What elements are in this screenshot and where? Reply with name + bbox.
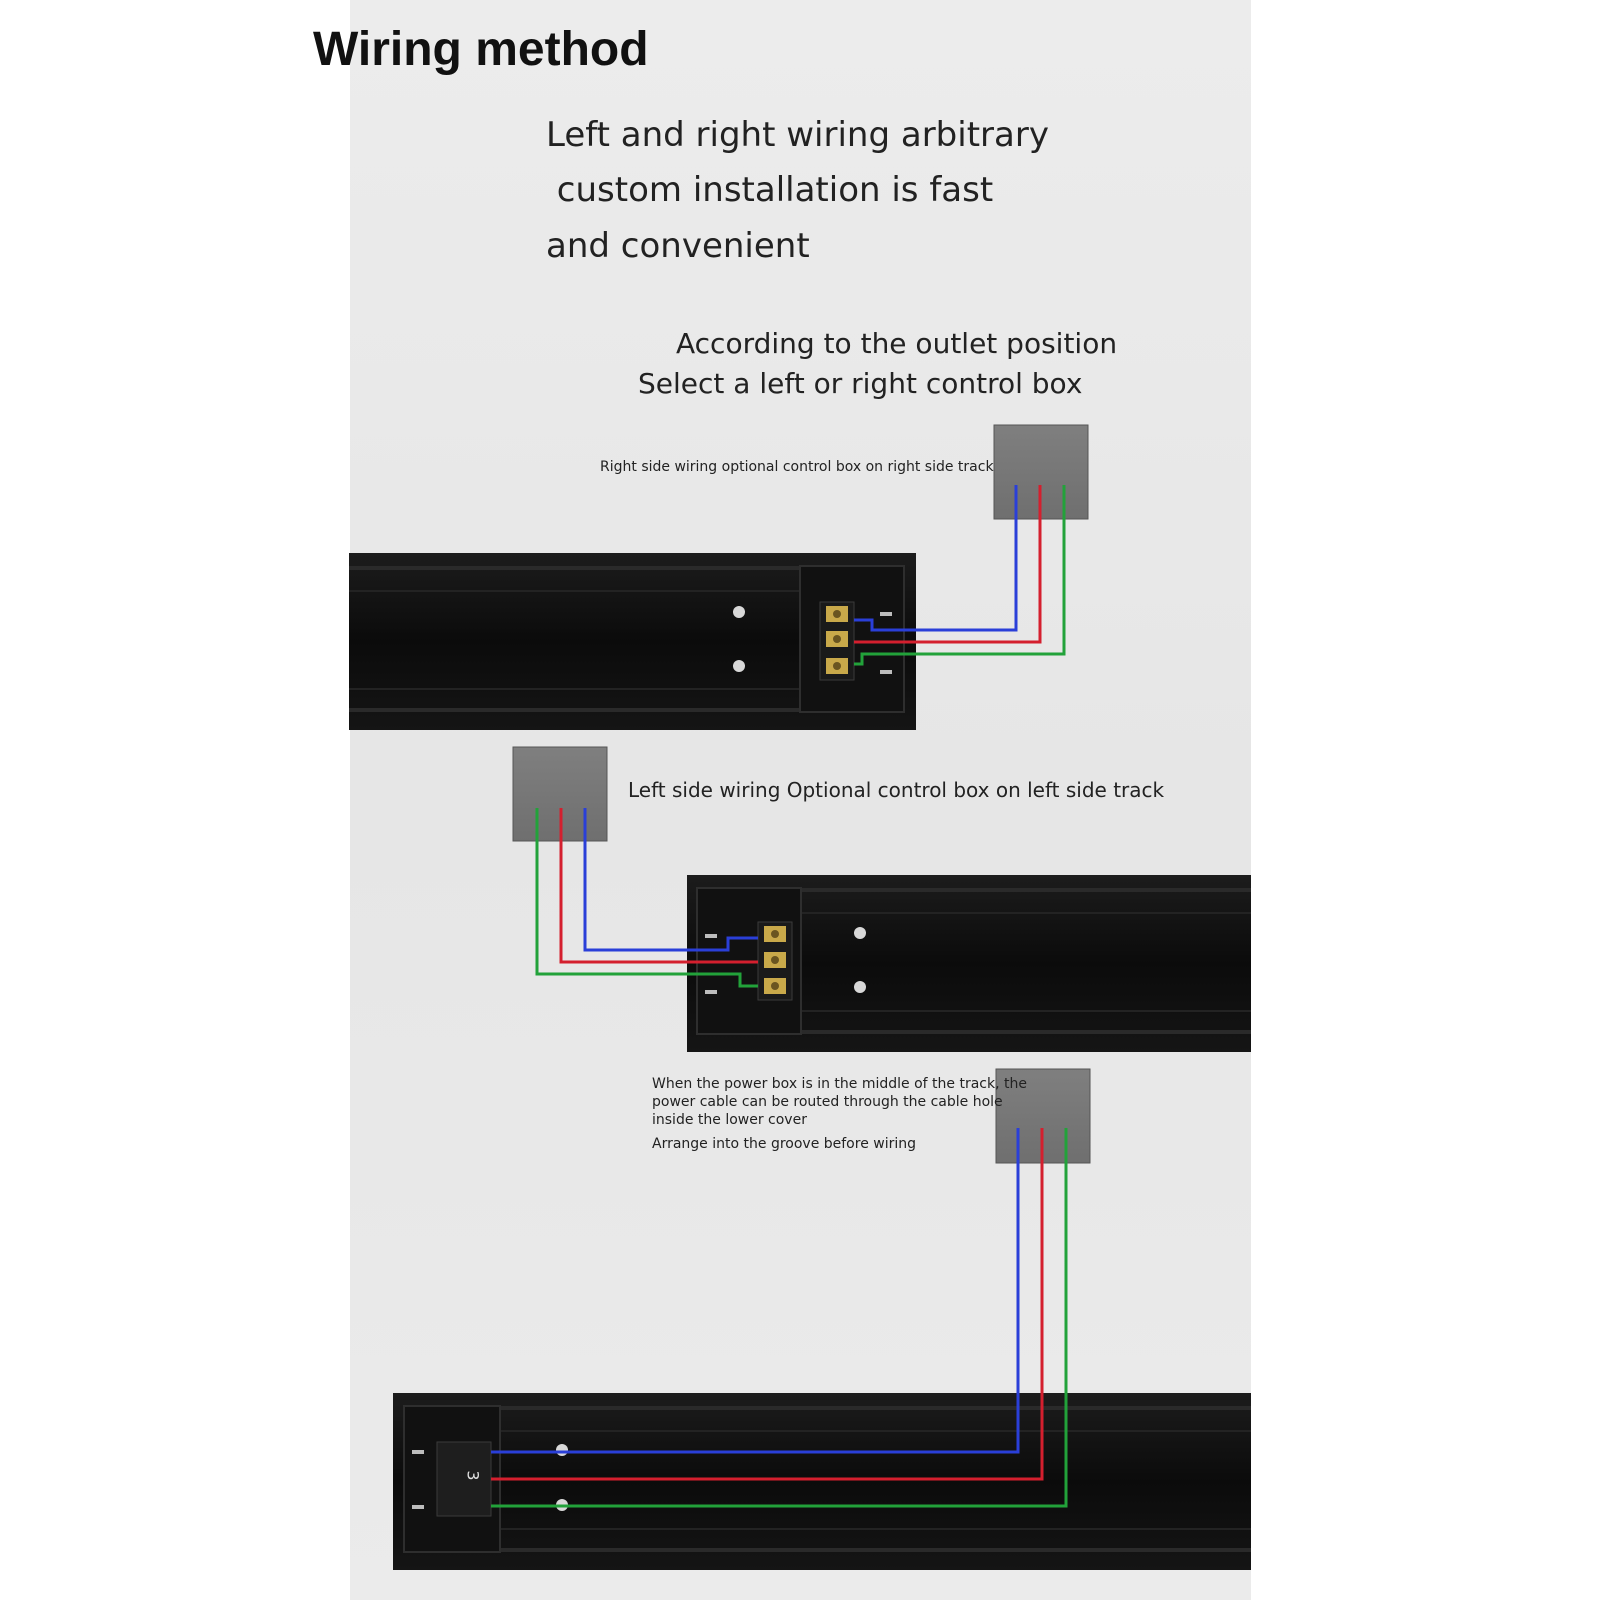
background-panel — [350, 0, 1251, 1600]
screw-hole — [733, 606, 745, 618]
intro-line-1: Left and right wiring arbitrary — [546, 115, 1049, 155]
intro-line-2: custom installation is fast — [546, 170, 994, 210]
terminal-number-label: 3 — [463, 1470, 483, 1481]
middle-note-line-2: power cable can be routed through the ca… — [652, 1094, 1003, 1110]
right-side-label: Right side wiring optional control box o… — [600, 459, 994, 475]
middle-note-line-4: Arrange into the groove before wiring — [652, 1136, 917, 1152]
screw-hole — [556, 1444, 568, 1456]
page-title: Wiring method — [313, 23, 649, 76]
screw-hole — [733, 660, 745, 672]
middle-note-line-3: inside the lower cover — [652, 1112, 807, 1128]
select-heading-line-2: Select a left or right control box — [638, 367, 1083, 400]
middle-wires — [491, 1128, 1068, 1508]
left-wires — [535, 808, 758, 988]
right-terminal-block — [819, 601, 892, 681]
screw-hole — [854, 927, 866, 939]
left-terminal-block — [705, 921, 793, 1001]
intro-line-3: and convenient — [546, 226, 810, 266]
select-heading-line-1: According to the outlet position — [676, 327, 1118, 360]
middle-terminal-block — [412, 1441, 492, 1517]
right-wires — [854, 485, 1066, 666]
middle-note-line-1: When the power box is in the middle of t… — [652, 1076, 1027, 1092]
middle-track — [393, 1393, 1251, 1570]
screw-hole — [854, 981, 866, 993]
left-side-label: Left side wiring Optional control box on… — [628, 778, 1165, 802]
right-control-box — [993, 424, 1089, 520]
